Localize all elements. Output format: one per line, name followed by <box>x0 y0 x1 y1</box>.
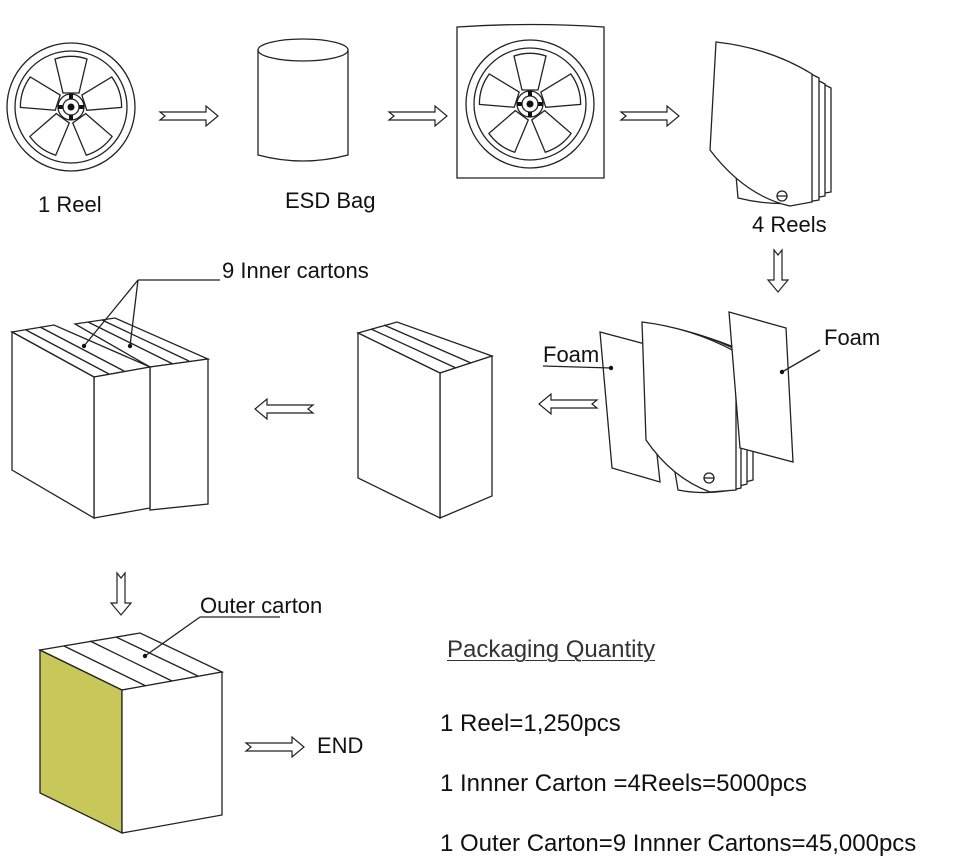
esd-bag-icon <box>257 38 349 162</box>
esd-bag-label: ESD Bag <box>285 188 376 213</box>
arrow-down-icon <box>110 572 132 616</box>
four-reels-label: 4 Reels <box>752 212 827 237</box>
arrow-right-icon <box>388 105 448 127</box>
arrow-left-icon <box>538 393 598 415</box>
four-reels-stack-icon <box>709 41 832 207</box>
packaging-quantity-title: Packaging Quantity <box>447 636 656 663</box>
foam-assembly-icon <box>542 311 821 494</box>
arrow-right-icon <box>159 105 219 127</box>
foam-right-label: Foam <box>824 325 881 350</box>
arrow-left-icon <box>254 398 314 420</box>
bagged-reel-icon <box>456 23 605 179</box>
end-label: END <box>317 733 364 758</box>
inner-carton-icon <box>356 321 495 520</box>
inner-cartons-group-icon <box>10 279 220 520</box>
outer-carton-icon <box>37 616 280 835</box>
foam-left-label: Foam <box>543 342 600 367</box>
arrow-right-icon <box>245 736 305 758</box>
reel-icon <box>6 42 136 172</box>
outer-carton-label: Outer carton <box>200 593 323 618</box>
quantity-line: 1 Innner Carton =4Reels=5000pcs <box>440 770 807 797</box>
arrow-right-icon <box>620 105 680 127</box>
quantity-line: 1 Outer Carton=9 Innner Cartons=45,000pc… <box>440 830 917 857</box>
one-reel-label: 1 Reel <box>38 192 102 217</box>
quantity-line: 1 Reel=1,250pcs <box>440 710 621 737</box>
inner-cartons-label: 9 Inner cartons <box>222 258 369 283</box>
arrow-down-icon <box>767 249 789 293</box>
